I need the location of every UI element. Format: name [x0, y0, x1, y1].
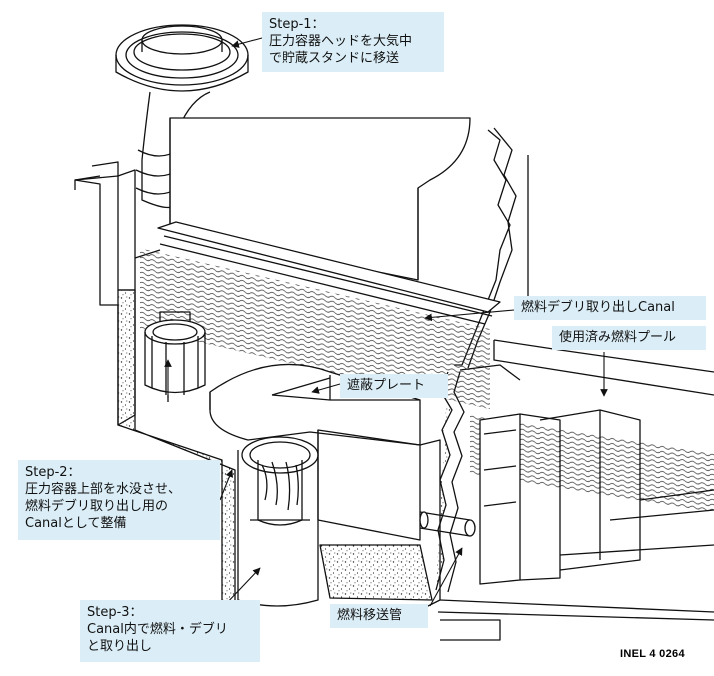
callout-shield-plate: 遮蔽プレート [340, 374, 448, 398]
callout-canal: 燃料デブリ取り出しCanal [514, 296, 706, 320]
callout-step3: Step-3： Canal内で燃料・デブリ と取り出し [80, 600, 260, 662]
callout-spent-fuel-pool: 使用済み燃料プール [552, 326, 706, 350]
fuel-transfer-tube [419, 511, 476, 537]
callout-transfer-tube: 燃料移送管 [330, 604, 428, 628]
fuel-canister [144, 311, 206, 402]
left-outer-ledge [74, 161, 119, 190]
lower-pit-walls [317, 429, 714, 641]
upper-building-block [169, 117, 471, 281]
cutaway-wall-center [435, 371, 465, 593]
lower-vessel-well [237, 430, 319, 607]
canal-water-surface [140, 248, 490, 410]
figure-credit: INEL 4 0264 [620, 648, 685, 660]
vessel-head [115, 24, 249, 209]
leader-lines [164, 37, 608, 607]
callout-step1: Step-1： 圧力容器ヘッドを大気中 で貯蔵スタンドに移送 [262, 12, 444, 72]
spent-fuel-pool [459, 339, 714, 585]
callout-step2: Step-2： 圧力容器上部を水没させ、 燃料デブリ取り出し用の Canalとし… [18, 460, 220, 540]
canal-rim [134, 221, 501, 325]
